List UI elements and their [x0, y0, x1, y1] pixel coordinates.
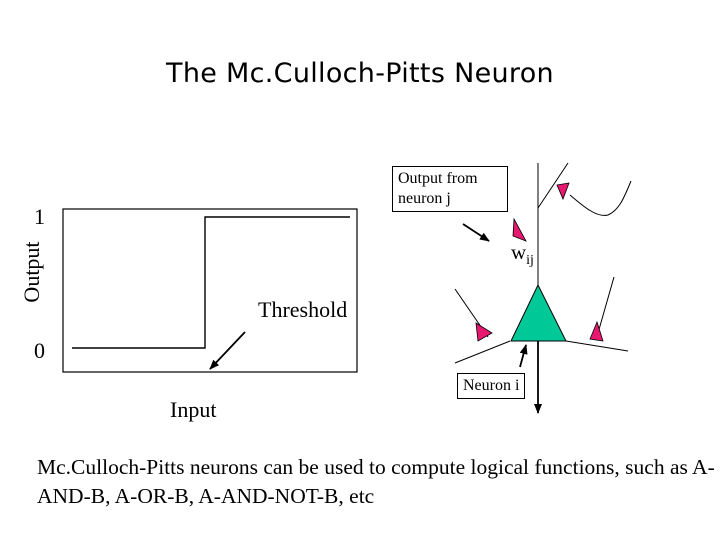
output-from-j-arrow [462, 223, 490, 242]
weight-label: wij [511, 240, 534, 269]
y-tick-high: 1 [34, 204, 45, 229]
neuron-i-box: Neuron i [457, 373, 526, 399]
y-axis-label: Output [19, 241, 44, 303]
synapse-top [556, 182, 570, 201]
synapse-left [475, 322, 493, 342]
weight-symbol: w [511, 240, 527, 264]
weight-subscript: ij [526, 253, 534, 269]
dendrite-bottom-right [565, 340, 629, 352]
dendrite-top-wavy [569, 180, 632, 216]
page-title: The Mc.Culloch-Pitts Neuron [166, 58, 554, 89]
dendrite-right [597, 276, 615, 334]
threshold-arrow [209, 331, 246, 370]
y-tick-low: 0 [34, 338, 45, 363]
neuron-i-arrow [519, 344, 528, 368]
threshold-label: Threshold [258, 297, 348, 322]
output-from-neuron-j-box: Output from neuron j [392, 166, 508, 212]
dendrite-top-diagonal [537, 162, 569, 209]
dendrite-bottom-left [454, 340, 511, 364]
synapse-wij [512, 217, 527, 242]
x-axis-label: Input [170, 397, 217, 422]
synapse-right [589, 320, 604, 342]
graph-frame [62, 208, 358, 373]
caption-text: Mc.Culloch-Pitts neurons can be used to … [37, 455, 715, 508]
soma [510, 283, 567, 342]
step-function-curve [72, 216, 350, 349]
